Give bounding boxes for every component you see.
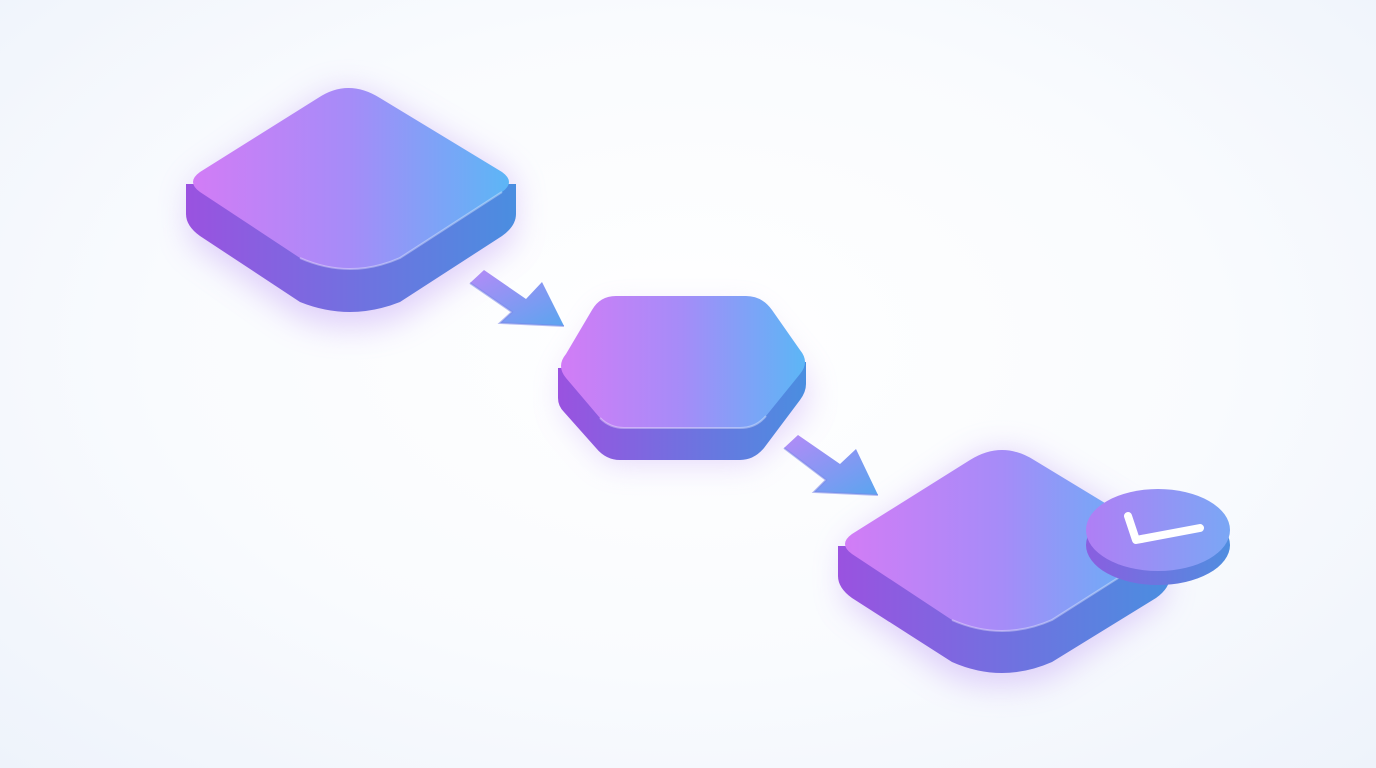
- step-complete: [838, 450, 1230, 685]
- arrow-icon-edge: [469, 282, 565, 327]
- connector-1: [469, 270, 565, 327]
- connector-2: [783, 435, 879, 496]
- arrow-icon: [470, 270, 564, 326]
- step-start-highlight: [299, 191, 503, 270]
- step-complete-top: [845, 450, 1163, 631]
- step-start-top: [193, 88, 509, 269]
- completion-badge-top: [1086, 489, 1230, 571]
- check-icon: [1124, 512, 1204, 544]
- step-complete-highlight: [951, 553, 1157, 632]
- arrow-icon-edge: [783, 447, 879, 496]
- completion-badge: [1086, 489, 1230, 585]
- step-process-top: [561, 296, 805, 428]
- step-start: [186, 88, 516, 327]
- step-process-highlight: [599, 415, 767, 429]
- arrow-icon: [784, 435, 878, 495]
- step-process: [558, 296, 806, 462]
